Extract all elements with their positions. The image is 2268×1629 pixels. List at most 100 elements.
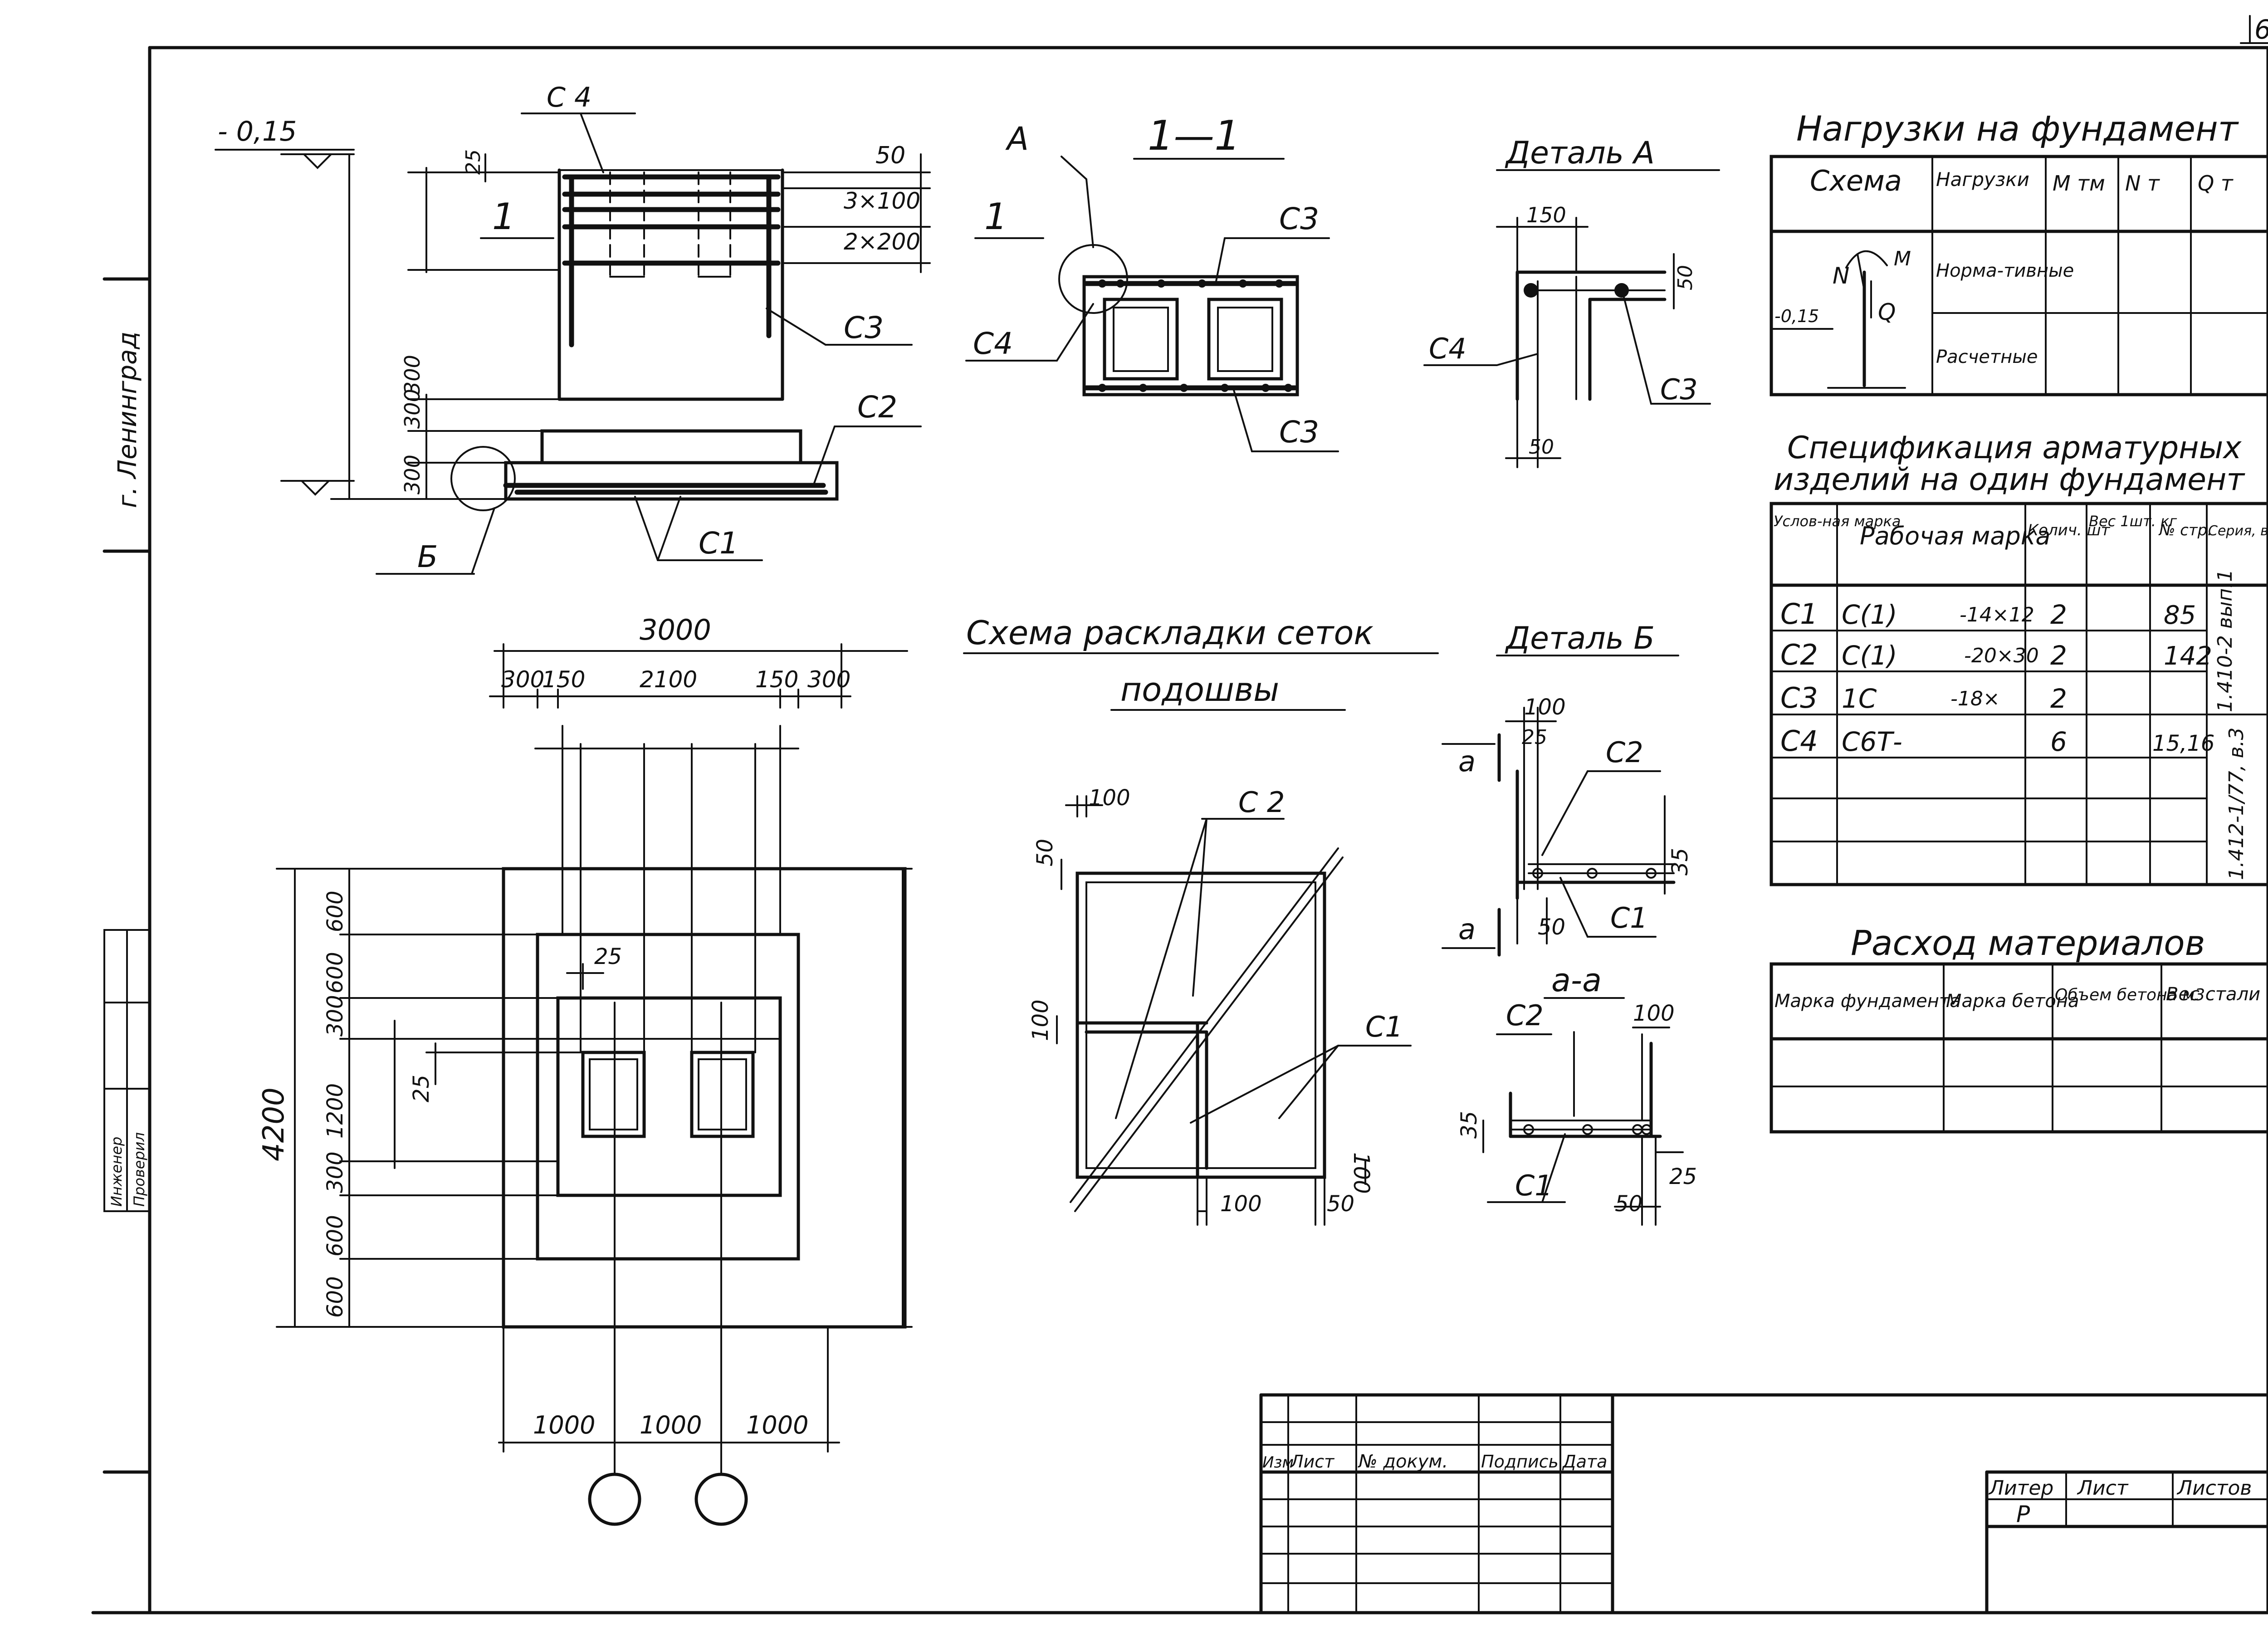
spec-row-1-qty: 2 [2050,640,2067,671]
level-top: - 0,15 [218,116,297,147]
tag-c1-elev: C1 [699,526,738,561]
detail-a-dim-50-bottom: 50 [1529,435,1554,459]
plan-dim-25-b: 25 [594,944,622,969]
section-aa-dim-25: 25 [1669,1164,1697,1189]
section-aa-c1: C1 [1515,1169,1553,1202]
tb-right-2: Листов [2176,1477,2252,1500]
plan-dim-x-2: 2100 [640,666,697,693]
plan-dim-total-y: 4200 [257,1087,291,1161]
spec-row-2-mark: C3 [1780,681,1818,714]
foundation-elevation: Б C1 C2 C3 C 4 1 - 0,15 300 [215,82,931,575]
mesh-tag-c1: C1 [1365,1010,1403,1043]
loads-scheme-level: -0,15 [1774,306,1819,326]
plan-dim-y-0: 600 [323,890,348,932]
spec-row-2-param: -18× [1950,687,2000,710]
detail-b-title: Деталь Б [1505,621,1655,656]
section-11-title: 1—1 [1148,112,1241,160]
mesh-dim-100-left: 100 [1028,999,1053,1041]
section-11-c4: C4 [973,326,1013,361]
section-11-c3-top: C3 [1279,201,1319,236]
tb-header-0: Изм [1262,1453,1294,1472]
tb-right-0: Литер [1988,1477,2053,1500]
materials-header-2: Объем бетона м3 [2055,986,2205,1004]
materials-table: Расход материалов Марка фундамента Марка… [1769,923,2268,1134]
mesh-title-1: Схема раскладки сеток [966,614,1374,652]
tag-c2-elev: C2 [857,390,897,425]
plan-dim-bottom-1: 1000 [640,1411,702,1439]
detail-b-dim-100: 100 [1524,695,1566,720]
side-signature-table: Инженер Проверил [103,929,151,1212]
elev-dim-2x200: 2×200 [844,229,920,255]
plan-dim-y-1: 600 [323,952,348,993]
spec-row-1-mark: C2 [1780,638,1818,671]
spec-row-1-work: C(1) [1842,640,1897,671]
spec-title-1: Спецификация арматурных [1787,430,2242,466]
plan-dim-x-0: 300 [501,666,544,693]
spec-row-3-page: 15,16 [2152,731,2214,756]
loads-header-3: N т [2125,171,2160,196]
loads-row-0: Норма-тивные [1936,260,2074,281]
spec-header-1: Рабочая марка [1860,522,2050,550]
tb-header-4: Дата [1562,1452,1607,1472]
sheet-number: 60 [2254,14,2268,45]
loads-header-4: Q т [2198,171,2234,196]
materials-header-3: Вес стали кг [2166,984,2268,1005]
section-aa-dim-35: 35 [1457,1111,1482,1139]
spec-header-4: № стр. [2158,521,2212,539]
spec-row-0-param: -14×12 [1960,603,2034,626]
plan-dim-bottom-2: 1000 [746,1411,808,1439]
materials-title: Расход материалов [1851,923,2205,963]
mesh-title-2: подошвы [1120,670,1279,709]
tag-c4-elev: C 4 [547,82,591,113]
materials-header-0: Марка фундамента [1774,991,1961,1012]
mesh-dim-100-right: 100 [1349,1152,1374,1194]
detail-a: Деталь А 150 50 50 C4 C3 [1423,135,1720,468]
plan-dim-bottom-0: 1000 [533,1411,595,1439]
side-row-2: Проверил [131,1132,148,1207]
tb-right-1: Лист [2077,1477,2129,1500]
section-11-mark-1: 1 [984,196,1007,238]
mesh-dim-100-top: 100 [1089,785,1130,811]
spec-header-0: Услов-ная марка [1774,513,1901,530]
detail-b: Деталь Б 100 25 35 50 C2 C1 а а [1442,621,1693,957]
loads-scheme-n: N [1833,263,1849,289]
spec-series-2: 1.412-1/77, в.3 [2225,727,2248,880]
mesh-dim-50-left: 50 [1032,839,1058,866]
section-mark-1-elev: 1 [492,196,515,238]
section-aa-title: а-а [1551,962,1602,999]
plan-dim-total-x: 3000 [640,613,711,646]
spec-row-2-work: 1C [1842,683,1877,714]
detail-b-dim-35: 35 [1667,848,1693,876]
section-a-a: а-а C2 100 35 25 50 C1 [1457,962,1697,1226]
detail-a-c3: C3 [1660,373,1698,406]
side-row-1: Инженер [108,1137,125,1207]
spec-row-0-qty: 2 [2050,599,2067,630]
materials-header-1: Марка бетона [1946,991,2079,1012]
mesh-tag-c2: C 2 [1238,786,1285,819]
plan-dim-y-3: 1200 [323,1083,348,1139]
detail-a-dim-150: 150 [1526,203,1566,227]
title-block: Изм Лист № докум. Подпись Дата Литер Лис… [1259,1393,2268,1614]
loads-header-1: Нагрузки [1936,168,2029,191]
detail-b-cut-bottom: а [1458,913,1476,946]
side-stamp: г. Ленинград [113,332,142,508]
loads-scheme-m: M [1894,247,1911,270]
elev-dim-left-0: 300 [400,355,425,395]
section-1-1: 1—1 А 1 C3 C4 C3 [965,112,1339,452]
plan-dim-x-1: 150 [542,666,585,693]
tb-header-1: Лист [1290,1452,1335,1472]
elev-dim-50: 50 [875,142,905,169]
loads-scheme-q: Q [1878,299,1896,325]
spec-row-1-param: -20×30 [1964,644,2039,667]
elev-dim-left-2: 300 [400,455,425,494]
spec-table: Спецификация арматурных изделий на один … [1769,430,2268,886]
loads-header-0: Схема [1810,164,1902,197]
plan-dim-y-6: 600 [323,1276,348,1318]
spec-title-2: изделий на один фундамент [1774,462,2245,498]
detail-b-dim-25: 25 [1522,726,1547,749]
spec-row-2-qty: 2 [2050,683,2067,714]
spec-row-0-work: C(1) [1842,599,1897,630]
detail-b-c2: C2 [1606,736,1643,769]
spec-row-3-work: C6Т- [1842,726,1902,757]
